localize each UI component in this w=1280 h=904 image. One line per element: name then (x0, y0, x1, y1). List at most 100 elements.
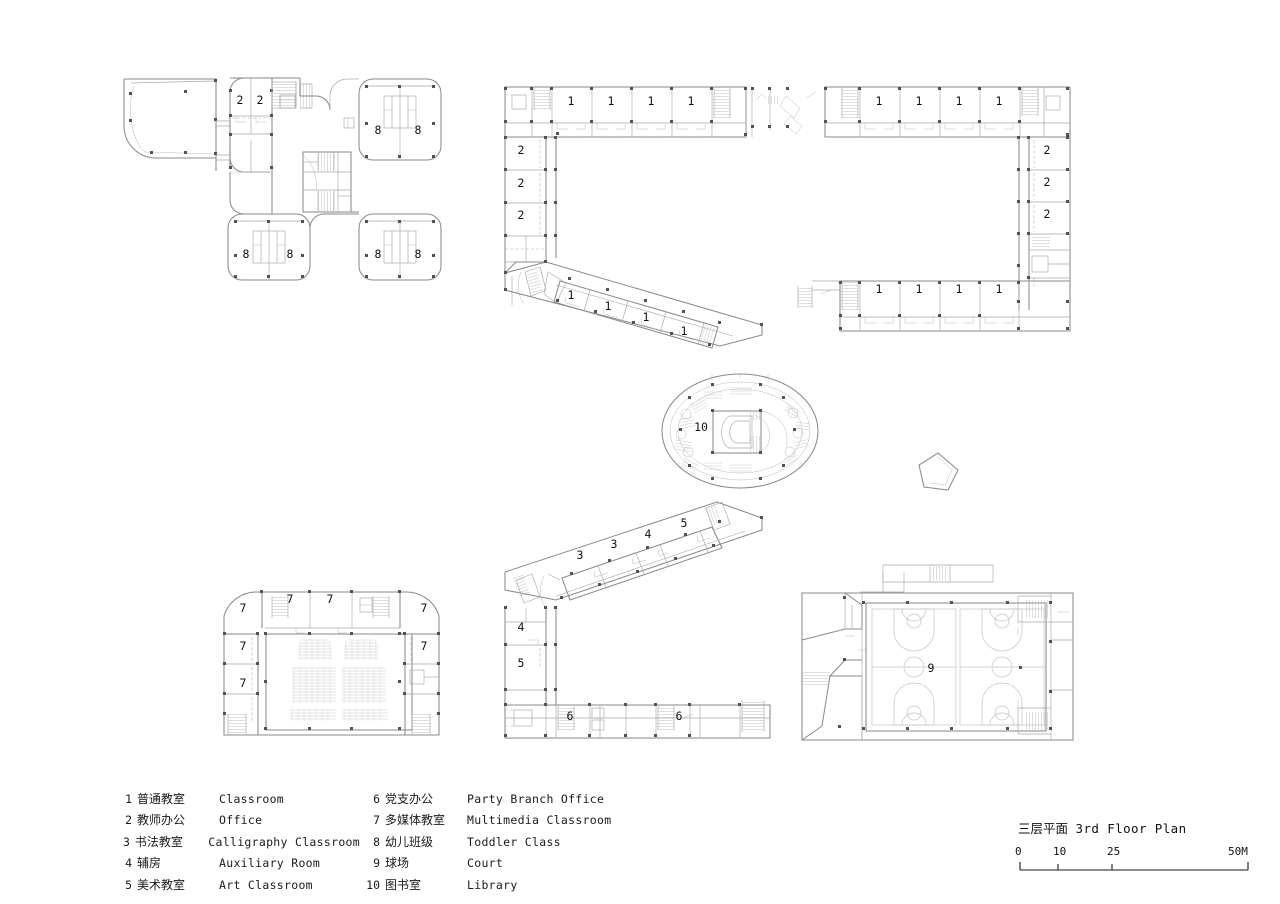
kg-stair-core (302, 151, 352, 213)
room-label-e-class-n-1: 1 (876, 94, 883, 108)
building-east-teaching-wing (797, 86, 1071, 332)
legend-label-cn: 党支办公 (385, 792, 434, 806)
plan-title-en: 3rd Floor Plan (1075, 821, 1187, 836)
legend-item-7: 7 多媒体教室 Multimedia Classroom (360, 811, 611, 828)
legend-number: 10 (366, 877, 380, 892)
room-label-w-diag-4: 1 (681, 324, 688, 338)
legend-number: 1 (125, 792, 132, 806)
room-label-kg-office-2: 2 (257, 93, 264, 107)
scale-bar: 0 10 25 50M (1015, 845, 1258, 873)
legend-number: 8 (373, 834, 380, 849)
kg-toddler-ne (299, 78, 442, 161)
kg-hall (123, 78, 230, 171)
room-label-auditorium-5: 7 (240, 639, 247, 653)
legend-label-cn: 教师办公 (137, 813, 186, 828)
room-label-e-class-s-4: 1 (996, 282, 1003, 296)
room-label-w-diag-2: 1 (605, 299, 612, 313)
room-label-auditorium-7: 7 (240, 676, 247, 690)
building-library-oval (661, 373, 819, 490)
room-label-kg-toddler-sw-2: 8 (287, 247, 294, 261)
kg-toddler-se (309, 211, 442, 281)
room-label-s-aux-2: 4 (518, 620, 525, 634)
legend-label-cn: 辅房 (137, 856, 162, 871)
room-label-s-party-2: 6 (676, 709, 683, 723)
room-label-e-class-n-4: 1 (996, 94, 1003, 108)
room-label-kg-toddler-se-2: 8 (415, 247, 422, 261)
room-label-w-office-2: 2 (518, 176, 525, 190)
legend-label-cn: 书法教室 (134, 834, 183, 849)
scale-tick-0: 0 (1015, 845, 1022, 858)
legend-label-cn: 图书室 (385, 877, 422, 892)
room-label-auditorium-1: 7 (240, 601, 247, 615)
room-label-auditorium-2: 7 (287, 592, 294, 606)
scale-bar-graphic (1019, 862, 1249, 871)
building-auditorium (223, 590, 440, 736)
west-diagonal-wing (504, 260, 763, 349)
legend-number: 9 (373, 856, 380, 871)
room-label-e-office-3: 2 (1044, 207, 1051, 221)
legend-number: 3 (122, 834, 130, 849)
bridge-connector (751, 87, 817, 137)
room-label-s-calli-2: 3 (611, 537, 618, 551)
scale-tick-10: 10 (1053, 845, 1067, 858)
room-label-s-party-1: 6 (567, 709, 574, 723)
legend-number: 5 (125, 877, 132, 892)
room-label-kg-toddler-ne-1: 8 (375, 123, 382, 137)
room-label-gym-court: 9 (928, 661, 935, 675)
kg-toddler-sw (227, 213, 311, 281)
legend-item-10: 10 图书室 Library (360, 876, 611, 893)
room-label-e-class-s-1: 1 (876, 282, 883, 296)
building-west-teaching-wing (504, 86, 763, 349)
legend-label-en: Toddler Class (467, 834, 561, 849)
legend-number: 7 (373, 813, 380, 828)
legend-label-cn: 美术教室 (137, 877, 186, 892)
room-label-auditorium-4: 7 (421, 601, 428, 615)
room-label-auditorium-3: 7 (327, 592, 334, 606)
title-block: 三层平面 3rd Floor Plan (1018, 818, 1187, 837)
plan-title-cn: 三层平面 (1018, 821, 1069, 836)
room-label-s-calli-1: 3 (577, 548, 584, 562)
legend-label-en: Library (467, 877, 518, 892)
legend-label-cn: 幼儿班级 (385, 834, 434, 849)
room-label-w-class-n-1: 1 (568, 94, 575, 108)
legend-label-en: Auxiliary Room (219, 856, 321, 871)
room-label-library: 10 (694, 420, 708, 434)
legend-label-cn: 多媒体教室 (385, 813, 446, 828)
legend-item-4: 4 辅房 Auxiliary Room (112, 854, 360, 871)
building-gymnasium (801, 564, 1074, 741)
legend-label-en: Party Branch Office (467, 792, 605, 806)
legend-label-en: Classroom (219, 792, 285, 806)
legend-item-1: 1 普通教室 Classroom (112, 790, 360, 807)
kg-corridor-vertical (229, 140, 273, 215)
room-label-e-class-s-3: 1 (956, 282, 963, 296)
room-label-w-class-n-3: 1 (648, 94, 655, 108)
room-label-s-art-1: 5 (681, 516, 688, 530)
room-label-e-office-1: 2 (1044, 143, 1051, 157)
legend-number: 4 (125, 856, 132, 871)
building-kindergarten (123, 77, 442, 281)
legend-label-en: Court (467, 856, 504, 871)
room-label-e-office-2: 2 (1044, 175, 1051, 189)
room-label-s-art-2: 5 (518, 656, 525, 670)
scale-tick-50M: 50M (1228, 845, 1248, 858)
legend-number: 2 (125, 813, 132, 828)
legend-label-cn: 普通教室 (137, 792, 186, 806)
room-label-w-class-n-4: 1 (688, 94, 695, 108)
scale-tick-25: 25 (1107, 845, 1121, 858)
room-label-w-class-n-2: 1 (608, 94, 615, 108)
room-label-w-diag-3: 1 (643, 310, 650, 324)
room-label-kg-toddler-sw-1: 8 (243, 247, 250, 261)
legend-label-en: Multimedia Classroom (467, 813, 612, 828)
room-label-e-class-s-2: 1 (916, 282, 923, 296)
pentagon-pavilion (918, 452, 959, 491)
